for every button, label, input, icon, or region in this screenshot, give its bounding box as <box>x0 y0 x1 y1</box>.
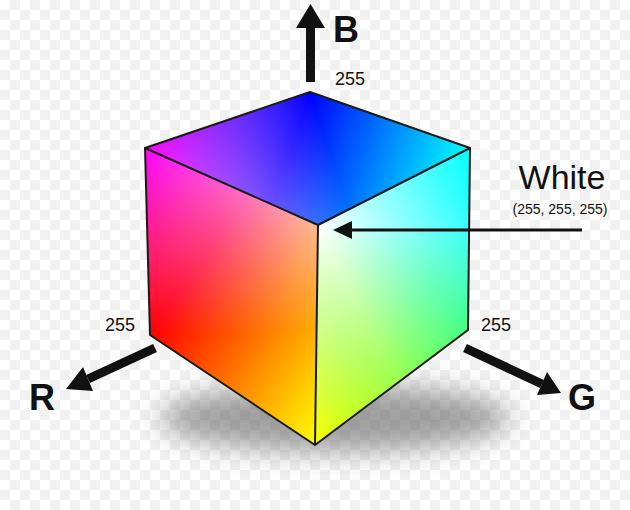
axis-arrow <box>88 348 155 379</box>
axis-arrowhead <box>66 367 93 391</box>
axis-value: 255 <box>105 316 135 336</box>
corner-label: White <box>519 159 606 196</box>
axis-letter: G <box>568 378 596 418</box>
axis-letter: R <box>29 378 55 418</box>
axis-value: 255 <box>335 70 365 90</box>
right-face <box>315 148 470 445</box>
pointer-arrowhead <box>333 221 352 239</box>
right-face-blend <box>315 148 470 445</box>
cube-edge <box>145 148 470 225</box>
axis-arrow <box>306 24 315 82</box>
left-face <box>145 148 318 445</box>
axis-value: 255 <box>481 316 511 336</box>
color-value: (255, 255, 255) <box>513 202 608 217</box>
axis-arrowhead <box>537 372 561 395</box>
axis-arrowhead <box>296 4 325 28</box>
cube-edge <box>315 225 318 445</box>
axis-letter: B <box>333 10 359 50</box>
cube-outline <box>145 92 470 445</box>
left-face-blend <box>145 148 318 445</box>
pointer-line <box>348 229 582 232</box>
axis-arrow <box>465 348 542 384</box>
